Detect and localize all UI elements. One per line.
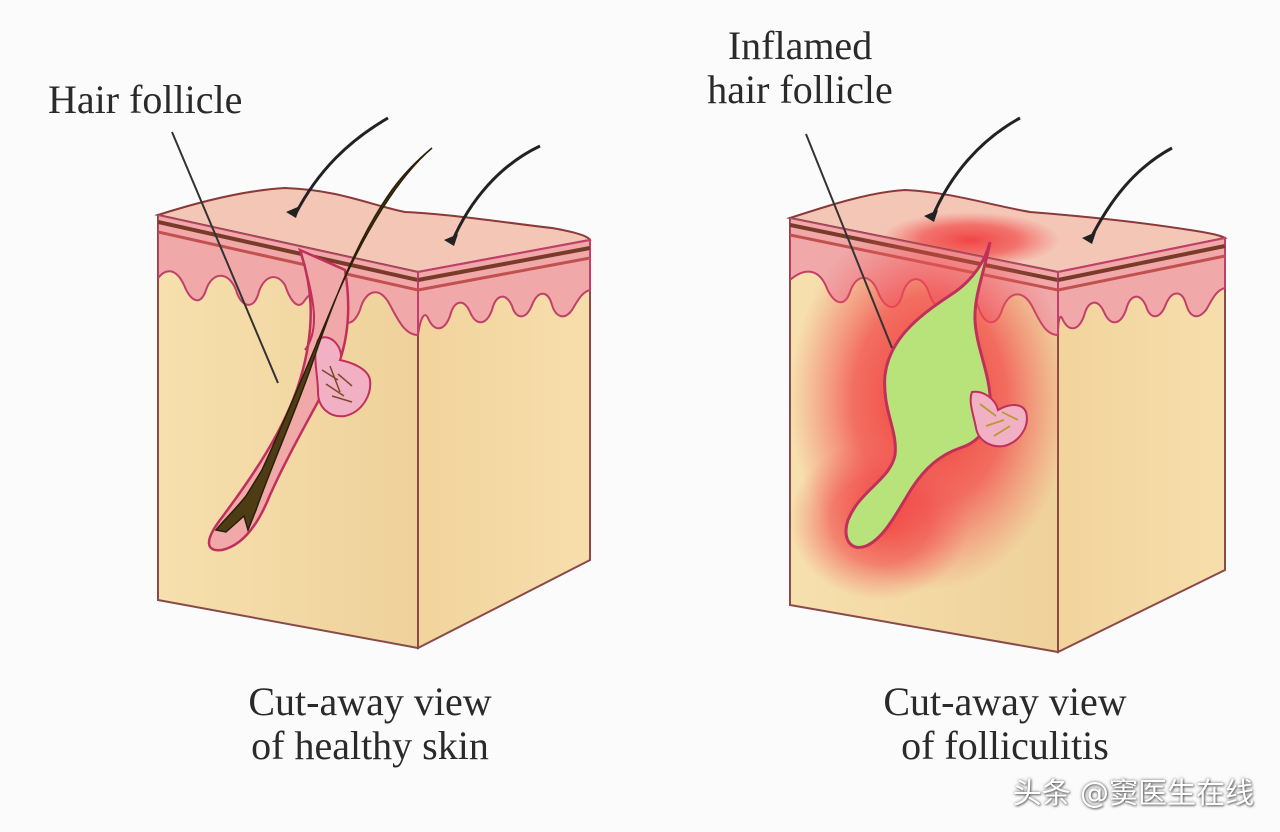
- healthy-caption-line1: Cut-away view: [248, 679, 492, 724]
- pore-arrows: [930, 116, 1173, 241]
- skin-surface-top: [154, 186, 592, 274]
- inflamed-follicle-label: Inflamed hair follicle: [650, 24, 950, 112]
- inflamed-follicle-pointer: [805, 133, 893, 349]
- folliculitis-caption: Cut-away view of folliculitis: [825, 680, 1185, 768]
- hair-shaft: [214, 147, 433, 533]
- inflamed-follicle: [844, 241, 992, 549]
- healthy-caption-line2: of healthy skin: [251, 723, 489, 768]
- watermark-text: 头条 @窦医生在线: [1012, 776, 1254, 810]
- pore-arrows: [293, 116, 541, 243]
- folliculitis-block: [786, 116, 1228, 654]
- sebaceous-gland: [969, 390, 1028, 448]
- folliculitis-caption-line1: Cut-away view: [883, 679, 1127, 724]
- inflamed-label-line2: hair follicle: [707, 67, 893, 112]
- hair-follicle-pointer: [171, 131, 279, 384]
- folliculitis-caption-line2: of folliculitis: [901, 723, 1109, 768]
- hair-follicle-label: Hair follicle: [48, 77, 243, 122]
- healthy-skin-caption: Cut-away view of healthy skin: [190, 680, 550, 768]
- sebaceous-gland: [314, 336, 372, 418]
- healthy-skin-block: [154, 116, 592, 650]
- inflamed-label-line1: Inflamed: [727, 23, 873, 68]
